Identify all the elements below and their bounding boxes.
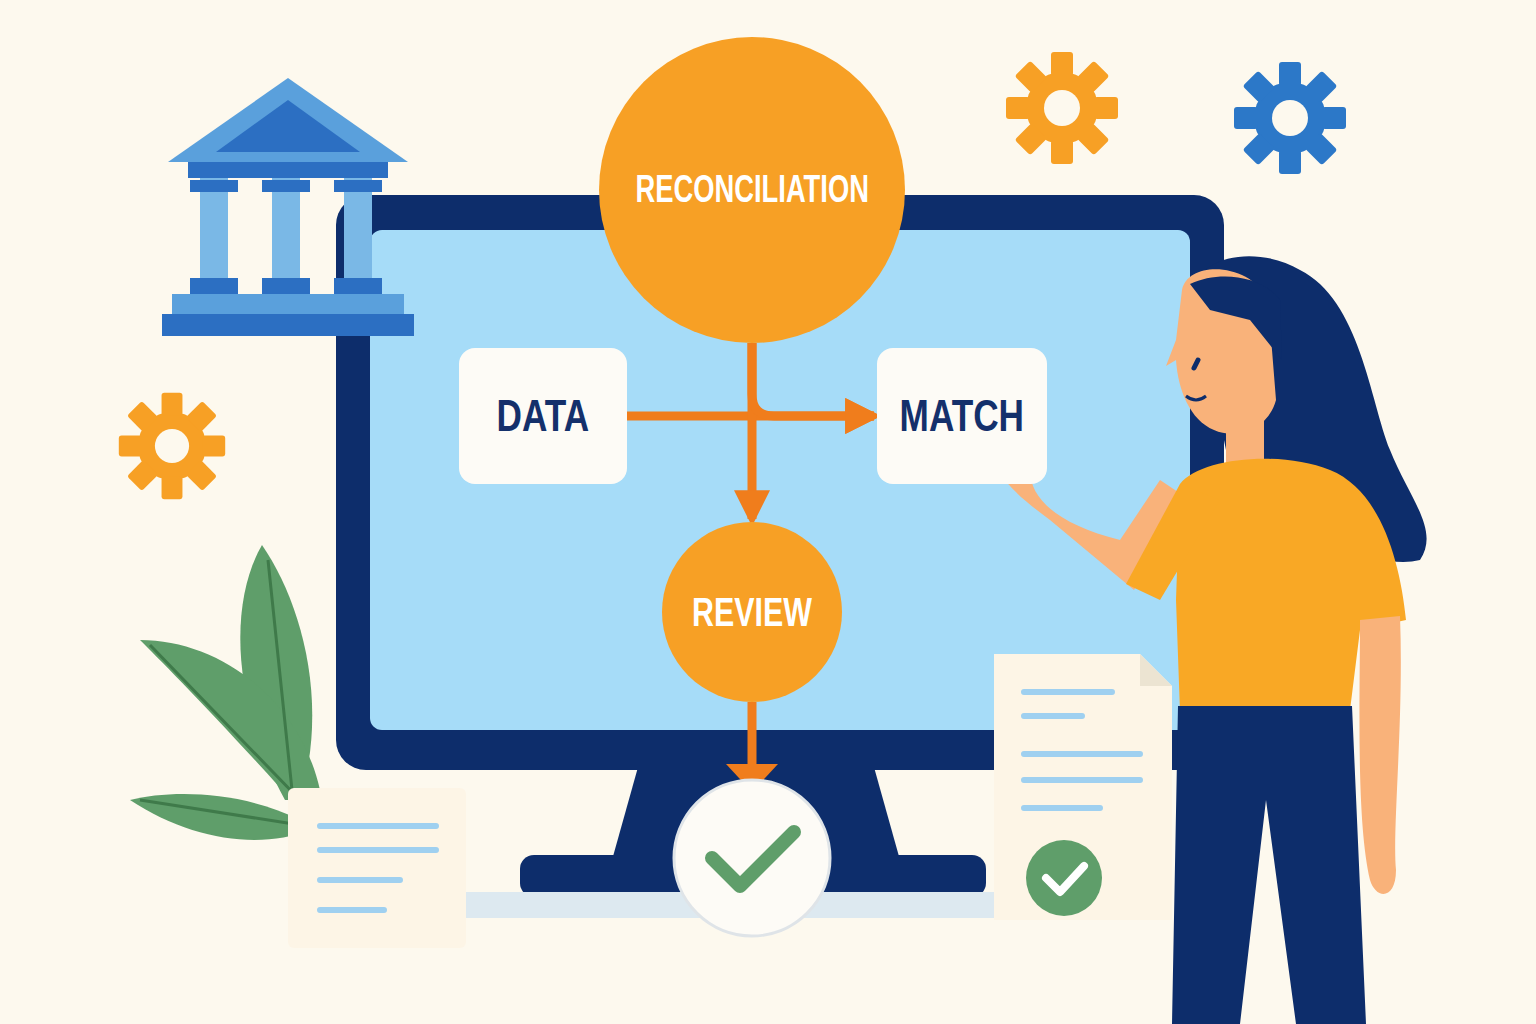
process-circle: REVIEW <box>662 522 842 702</box>
gear <box>1006 52 1118 164</box>
title-circle: RECONCILIATION <box>599 37 905 343</box>
check-output <box>674 702 830 936</box>
document <box>288 788 466 948</box>
document <box>994 654 1172 920</box>
flow-arrow <box>752 343 874 416</box>
node-label: DATA <box>497 391 590 442</box>
bank-icon <box>162 78 414 336</box>
process-box: MATCH <box>877 348 1047 484</box>
woman <box>995 256 1427 1024</box>
node-label: RECONCILIATION <box>635 168 869 212</box>
gear <box>119 393 225 499</box>
node-label: REVIEW <box>692 589 812 635</box>
gear <box>1234 62 1346 174</box>
node-label: MATCH <box>900 391 1024 442</box>
process-box: DATA <box>459 348 627 484</box>
